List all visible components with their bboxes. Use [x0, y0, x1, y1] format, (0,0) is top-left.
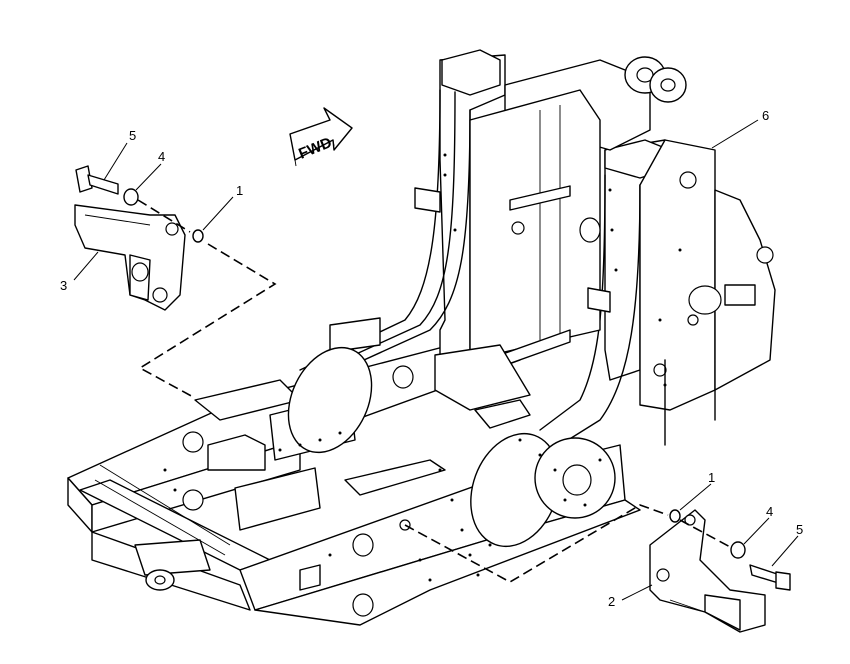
callout-5-right: 5 — [796, 522, 803, 537]
left-assembly-line — [138, 243, 277, 399]
callout-3: 3 — [60, 278, 67, 293]
left-flat-washer — [123, 188, 139, 206]
callout-leaders — [73, 119, 799, 601]
fwd-arrow: FWD — [289, 107, 353, 167]
left-bolt — [75, 165, 119, 195]
left-bracket — [74, 204, 186, 311]
callout-4-left: 4 — [158, 149, 165, 164]
callout-4-right: 4 — [766, 504, 773, 519]
right-assembly-line — [404, 504, 669, 583]
callout-5-left: 5 — [129, 128, 136, 143]
right-bolt — [749, 564, 791, 591]
right-bolt-axis — [679, 519, 733, 549]
right-bracket — [649, 509, 766, 633]
right-lock-washer — [669, 509, 681, 523]
callout-1-left: 1 — [236, 183, 243, 198]
callout-6: 6 — [762, 108, 769, 123]
callout-2: 2 — [608, 594, 615, 609]
callout-1-right: 1 — [708, 470, 715, 485]
right-flat-washer — [730, 541, 746, 559]
main-frame — [67, 49, 776, 626]
left-lock-washer — [192, 229, 204, 243]
left-bolt-axis — [137, 199, 191, 233]
